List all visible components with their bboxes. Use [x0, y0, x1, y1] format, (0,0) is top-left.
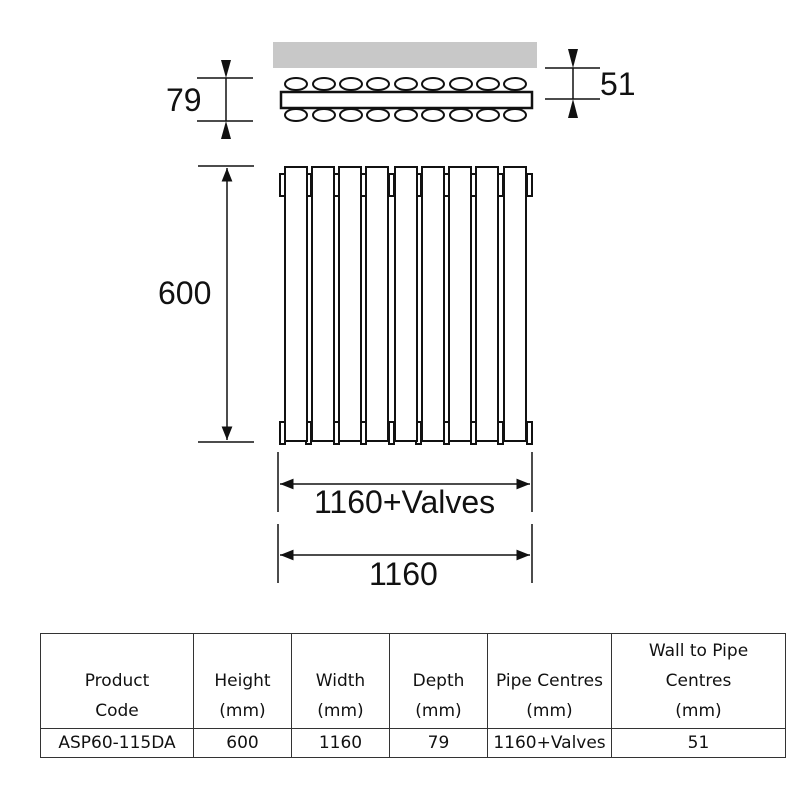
wall-to-pipe-label: 51	[600, 66, 636, 102]
wall-to-pipe-dimension	[545, 49, 600, 118]
header-bar-top-view	[279, 90, 534, 110]
depth-label: 79	[166, 82, 202, 118]
cell-height: 600	[193, 728, 292, 758]
wall-shape	[273, 42, 537, 68]
width-dimension	[277, 524, 533, 583]
width-with-valves-label: 1160+Valves	[314, 484, 496, 520]
cell-depth: 79	[389, 728, 488, 758]
width-with-valves-dimension	[277, 452, 533, 512]
cell-product-code: ASP60-115DA	[40, 728, 194, 758]
radiator-front-view	[279, 166, 533, 445]
depth-dimension	[197, 60, 253, 139]
width-label: 1160	[369, 556, 438, 592]
radiator-diagram	[197, 42, 600, 583]
height-label: 600	[158, 275, 212, 311]
cell-width: 1160	[291, 728, 390, 758]
cell-pipe-centres: 1160+Valves	[487, 728, 612, 758]
height-dimension	[198, 165, 254, 443]
cell-wall-to-pipe-centres: 51	[611, 728, 786, 758]
header-height: Height(mm)	[193, 633, 292, 729]
tube-ovals-bottom	[284, 108, 527, 122]
tube-ovals-top	[284, 77, 527, 91]
header-pipe-centres: Pipe Centres(mm)	[487, 633, 612, 729]
header-width: Width(mm)	[291, 633, 390, 729]
header-depth: Depth(mm)	[389, 633, 488, 729]
table-row: ASP60-115DA 600 1160 79 1160+Valves 51	[40, 728, 786, 758]
